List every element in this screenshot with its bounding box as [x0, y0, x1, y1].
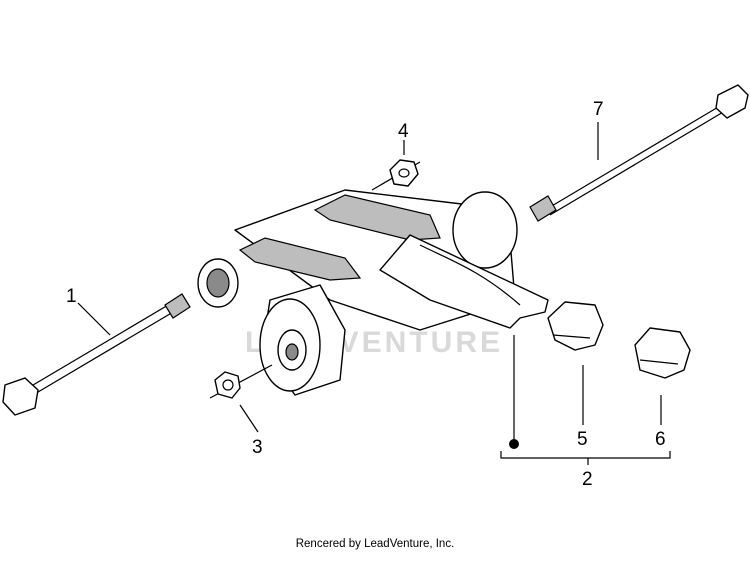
footer-credit: Rencered by LeadVenture, Inc. — [295, 538, 455, 550]
bolt-7 — [529, 84, 749, 222]
callout-3: 3 — [252, 437, 263, 458]
callout-4: 4 — [398, 121, 409, 142]
leader-lines — [77, 122, 671, 465]
clip-6 — [634, 327, 691, 379]
callout-5: 5 — [577, 429, 588, 450]
swing-arm-body — [197, 189, 549, 396]
callout-6: 6 — [655, 429, 666, 450]
clip-5 — [547, 301, 604, 351]
callout-2: 2 — [582, 469, 593, 490]
leader-dot — [509, 439, 519, 449]
bolt-1 — [2, 293, 191, 416]
callout-7: 7 — [593, 99, 604, 120]
nut-3 — [209, 364, 273, 399]
callout-1: 1 — [66, 286, 77, 307]
nut-4 — [371, 159, 421, 191]
